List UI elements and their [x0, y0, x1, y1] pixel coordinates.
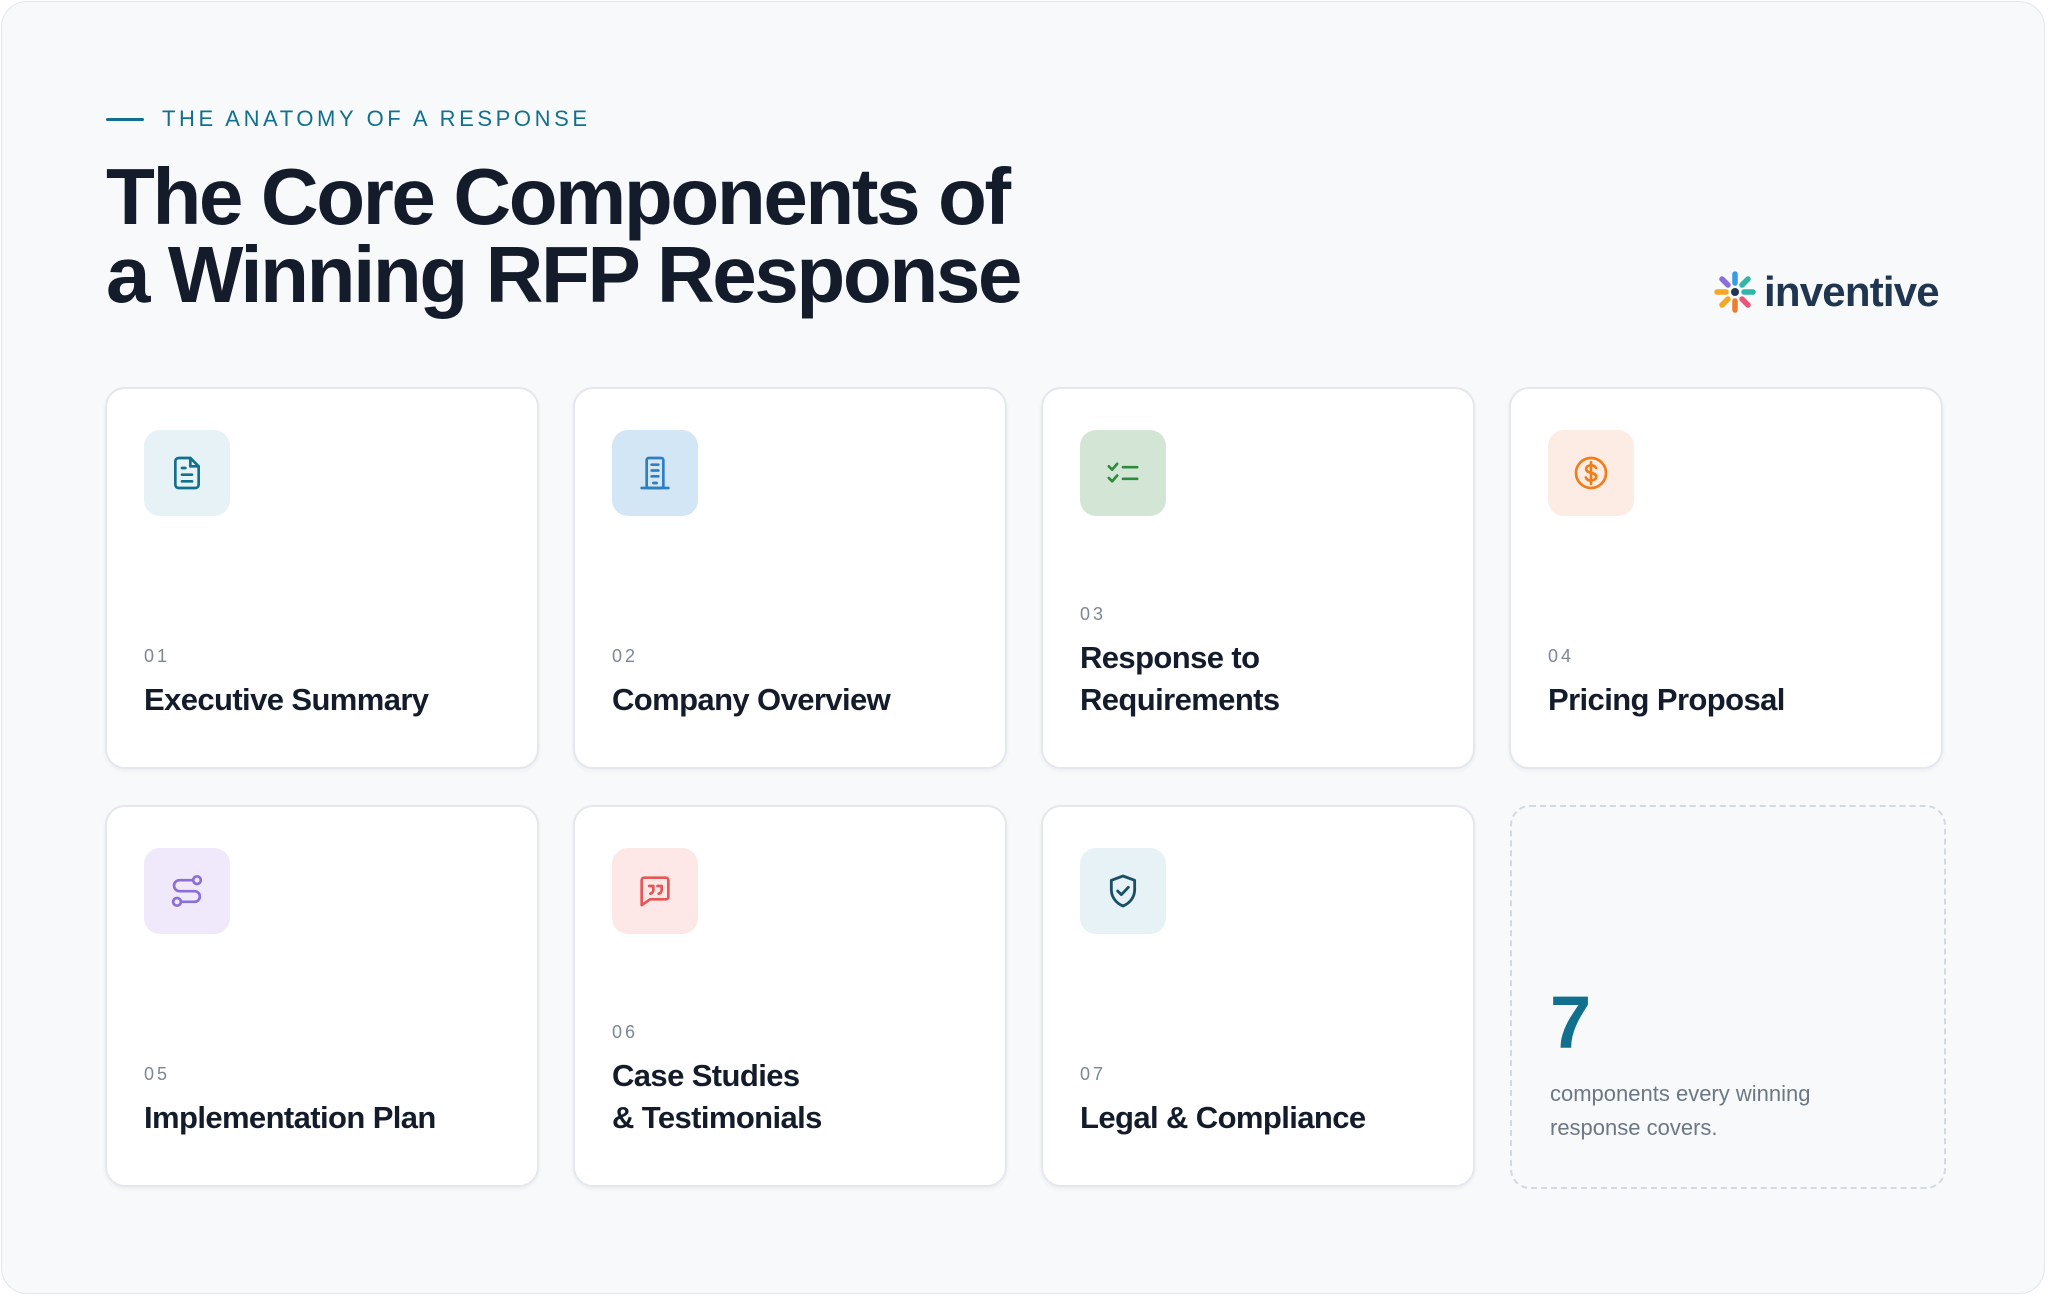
component-card-company-overview: 02 Company Overview: [573, 387, 1007, 769]
page-title-line-2: a Winning RFP Response: [106, 230, 1022, 319]
shield-check-icon: [1109, 874, 1137, 908]
component-number: 03: [1080, 604, 1107, 624]
component-card-legal-compliance: 07 Legal & Compliance: [1041, 805, 1475, 1187]
brand-logo: inventive: [1714, 268, 1940, 316]
icon-tile: [144, 848, 230, 934]
component-card-response-to-requirements: 03 Response to Requirements: [1041, 387, 1475, 769]
icon-tile: [1080, 430, 1166, 516]
icon-tile: [144, 430, 230, 516]
icon-tile: [612, 430, 698, 516]
component-card-pricing-proposal: 04 Pricing Proposal: [1509, 387, 1943, 769]
component-label: Case Studies & Testimonials: [612, 1058, 822, 1135]
component-label: Response to Requirements: [1080, 640, 1280, 717]
icon-tile: [1080, 848, 1166, 934]
eyebrow: THE ANATOMY OF A RESPONSE: [106, 106, 591, 132]
quote-bubble-icon: [640, 876, 670, 907]
eyebrow-text: THE ANATOMY OF A RESPONSE: [162, 106, 591, 131]
component-label: Legal & Compliance: [1080, 1100, 1366, 1135]
component-card-case-studies: 06 Case Studies & Testimonials: [573, 805, 1007, 1187]
component-label: Executive Summary: [144, 682, 429, 717]
eyebrow-rule: [106, 117, 144, 121]
component-card-executive-summary: 01 Executive Summary: [105, 387, 539, 769]
checklist-icon: [1107, 462, 1139, 483]
stat-value: 7: [1550, 981, 1592, 1064]
component-number: 02: [612, 646, 639, 666]
component-number: 05: [144, 1064, 171, 1084]
component-label: Pricing Proposal: [1548, 682, 1785, 717]
icon-tile: [1548, 430, 1634, 516]
component-number: 04: [1548, 646, 1575, 666]
building-icon: [640, 456, 670, 490]
component-number: 01: [144, 646, 171, 666]
component-label: Company Overview: [612, 682, 891, 717]
component-number: 06: [612, 1022, 639, 1042]
icon-tile: [612, 848, 698, 934]
brand-mark-icon: [1714, 271, 1756, 313]
component-card-implementation-plan: 05 Implementation Plan: [105, 805, 539, 1187]
page-title: The Core Components of a Winning RFP Res…: [106, 152, 1022, 319]
page-title-line-1: The Core Components of: [106, 152, 1011, 241]
route-icon: [171, 875, 203, 908]
brand-name: inventive: [1764, 268, 1940, 315]
document-icon: [174, 456, 200, 490]
dollar-coin-icon: [1574, 456, 1608, 490]
summary-stat-card: 7 components every winning response cove…: [1510, 805, 1946, 1189]
component-number: 07: [1080, 1064, 1107, 1084]
stat-caption: components every winning response covers…: [1550, 1081, 1811, 1140]
component-label: Implementation Plan: [144, 1100, 436, 1135]
